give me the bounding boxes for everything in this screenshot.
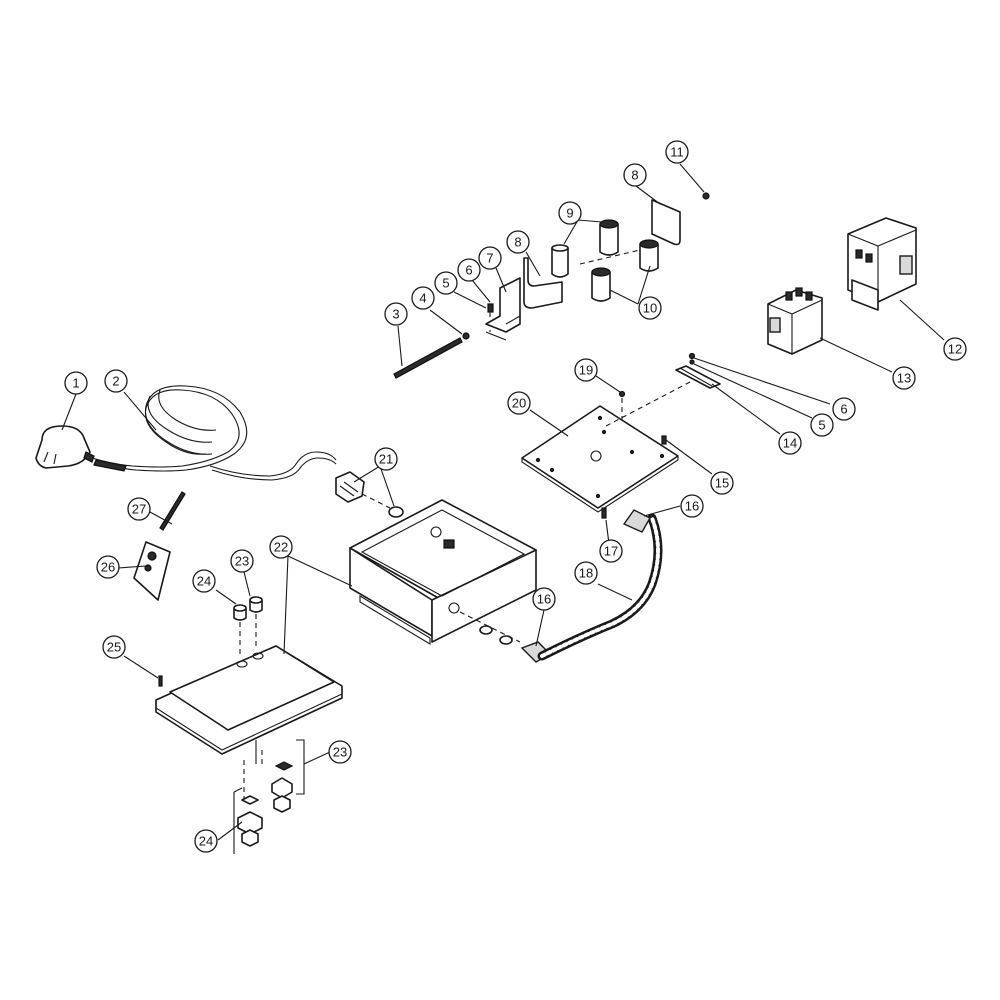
svg-text:23: 23: [235, 554, 249, 569]
svg-text:22: 22: [274, 540, 288, 555]
svg-text:15: 15: [715, 476, 729, 491]
callout-4: 4: [411, 286, 435, 310]
callout-5: 5: [434, 271, 458, 295]
part-din-rail: [675, 365, 721, 389]
callout-balloons: 1 2 3 4 5 6 7 8 8 9 10 11 12 13 6 5 14 1…: [64, 140, 967, 853]
callout-5-right: 5: [810, 413, 834, 437]
callout-7: 7: [478, 246, 502, 270]
callout-16-top: 16: [680, 494, 704, 518]
part-cord-grip: [335, 471, 404, 518]
part-plug: [35, 425, 95, 469]
callout-13: 13: [892, 366, 916, 390]
svg-text:6: 6: [840, 402, 847, 417]
part-overload-relay: [767, 287, 823, 355]
part-screw-17: [601, 507, 607, 519]
callout-19: 19: [574, 358, 598, 382]
part-locknut: [479, 625, 493, 635]
callout-15: 15: [710, 471, 734, 495]
svg-text:21: 21: [379, 452, 393, 467]
part-power-cord: [91, 385, 337, 481]
svg-text:16: 16: [685, 499, 699, 514]
part-capacitors: [551, 219, 659, 302]
part-push-buttons-top: [233, 596, 263, 658]
svg-text:6: 6: [465, 263, 472, 278]
svg-text:16: 16: [537, 592, 551, 607]
callout-23-top: 23: [230, 549, 254, 573]
callout-6-right: 6: [832, 397, 856, 421]
callout-20: 20: [507, 391, 531, 415]
callout-2: 2: [104, 369, 128, 393]
svg-text:1: 1: [72, 376, 79, 391]
part-cover-screw: [158, 675, 163, 687]
svg-text:25: 25: [107, 640, 121, 655]
svg-text:26: 26: [101, 560, 115, 575]
svg-text:5: 5: [818, 418, 825, 433]
svg-text:3: 3: [392, 307, 399, 322]
callout-23-bottom: 23: [328, 740, 352, 764]
svg-text:24: 24: [197, 574, 211, 589]
svg-text:24: 24: [199, 834, 213, 849]
callout-8-right: 8: [623, 163, 647, 187]
callout-14: 14: [778, 431, 802, 455]
callout-24-top: 24: [192, 569, 216, 593]
part-contactor: [847, 217, 917, 311]
callout-17: 17: [599, 539, 623, 563]
callout-26: 26: [96, 555, 120, 579]
part-nut: [702, 192, 710, 200]
svg-text:4: 4: [419, 291, 426, 306]
part-screw-19: [618, 390, 626, 398]
part-mounting-plate: [521, 405, 679, 513]
callout-24-bottom: 24: [194, 829, 218, 853]
part-standoff-15: [661, 435, 667, 445]
callout-8-left: 8: [506, 230, 530, 254]
part-angle-bracket: [485, 277, 521, 341]
svg-text:27: 27: [132, 502, 146, 517]
part-enclosure-cover: [155, 645, 343, 755]
svg-text:5: 5: [442, 276, 449, 291]
part-enclosure-box: [349, 499, 537, 645]
svg-text:9: 9: [566, 206, 573, 221]
part-screw-top: [688, 352, 696, 360]
svg-text:20: 20: [512, 396, 526, 411]
hardware-dashline: [605, 381, 691, 427]
svg-text:14: 14: [783, 436, 797, 451]
callout-18: 18: [574, 561, 598, 585]
callout-16-bottom: 16: [532, 587, 556, 611]
svg-text:8: 8: [514, 235, 521, 250]
svg-text:7: 7: [486, 251, 493, 266]
part-capacitor-bracket-right: [651, 199, 681, 246]
svg-text:19: 19: [579, 363, 593, 378]
callout-11: 11: [665, 140, 689, 164]
callout-9: 9: [558, 201, 582, 225]
svg-text:13: 13: [897, 371, 911, 386]
part-rod: [393, 337, 463, 379]
part-flexible-conduit: [520, 509, 663, 663]
svg-text:11: 11: [670, 145, 684, 160]
callout-10: 10: [638, 296, 662, 320]
part-screw-set: [487, 303, 494, 332]
callout-25: 25: [102, 635, 126, 659]
svg-text:17: 17: [604, 544, 618, 559]
svg-text:12: 12: [948, 342, 962, 357]
part-push-buttons-bottom: [233, 739, 305, 854]
callout-21: 21: [374, 447, 398, 471]
callout-1: 1: [64, 371, 88, 395]
callout-22: 22: [269, 535, 293, 559]
callout-6: 6: [457, 258, 481, 282]
svg-text:2: 2: [112, 374, 119, 389]
svg-text:23: 23: [333, 745, 347, 760]
part-washer-top: [689, 359, 695, 365]
svg-text:18: 18: [579, 566, 593, 581]
callout-12: 12: [943, 337, 967, 361]
part-locknut: [499, 635, 513, 645]
svg-text:10: 10: [643, 301, 657, 316]
callout-27: 27: [127, 497, 151, 521]
leader-lines: [61, 163, 945, 841]
part-washer: [462, 332, 470, 340]
callout-3: 3: [384, 302, 408, 326]
part-capacitor-bracket-left: [523, 257, 563, 309]
svg-text:8: 8: [631, 168, 638, 183]
